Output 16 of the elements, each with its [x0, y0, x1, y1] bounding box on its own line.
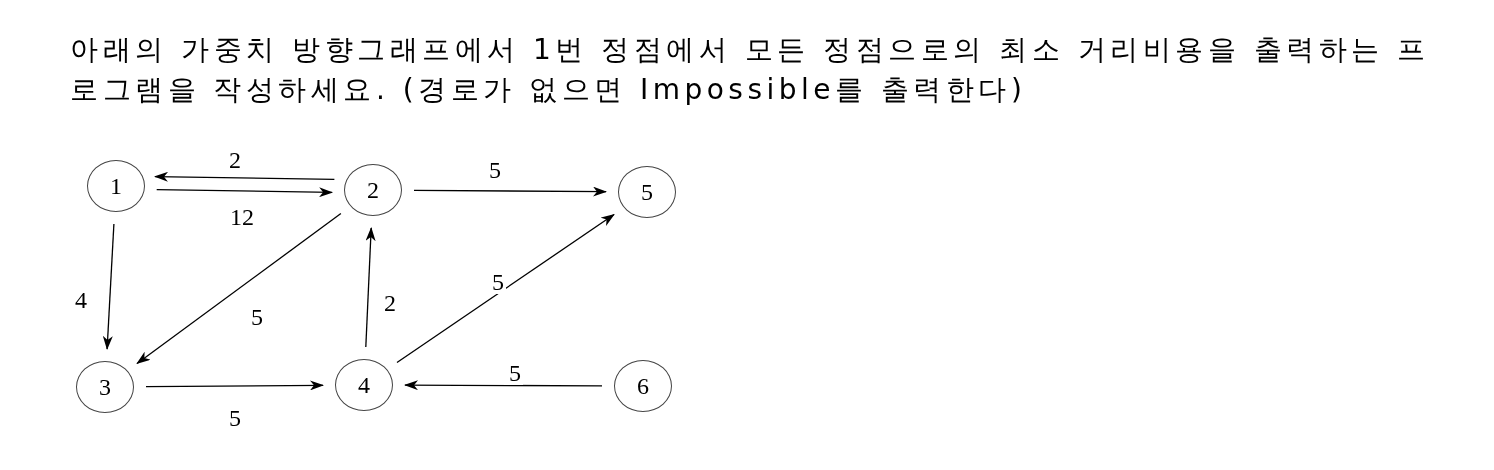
arrow: [413, 186, 607, 197]
vertex-circle: 3: [76, 361, 134, 413]
vertex-circle: 1: [87, 160, 145, 212]
arrow: [102, 223, 115, 350]
vertex-circle: 5: [618, 166, 676, 218]
arrow: [365, 227, 376, 348]
arrow: [145, 380, 324, 391]
arrow: [404, 380, 603, 391]
question-text: 아래의 가중치 방향그래프에서 1번 정점에서 모든 정점으로의 최소 거리비용을 출력하는 프로그램을 작성하세요. (경로가 없으면 Impossible를 출력한다): [70, 32, 1430, 108]
arrow: [156, 187, 334, 198]
vertex-circle: 4: [335, 359, 393, 411]
vertex-circle: 6: [614, 360, 672, 412]
arrow: [396, 213, 615, 364]
arrow: [136, 212, 342, 365]
vertex-circle: 2: [344, 164, 402, 216]
arrow: [154, 171, 336, 182]
